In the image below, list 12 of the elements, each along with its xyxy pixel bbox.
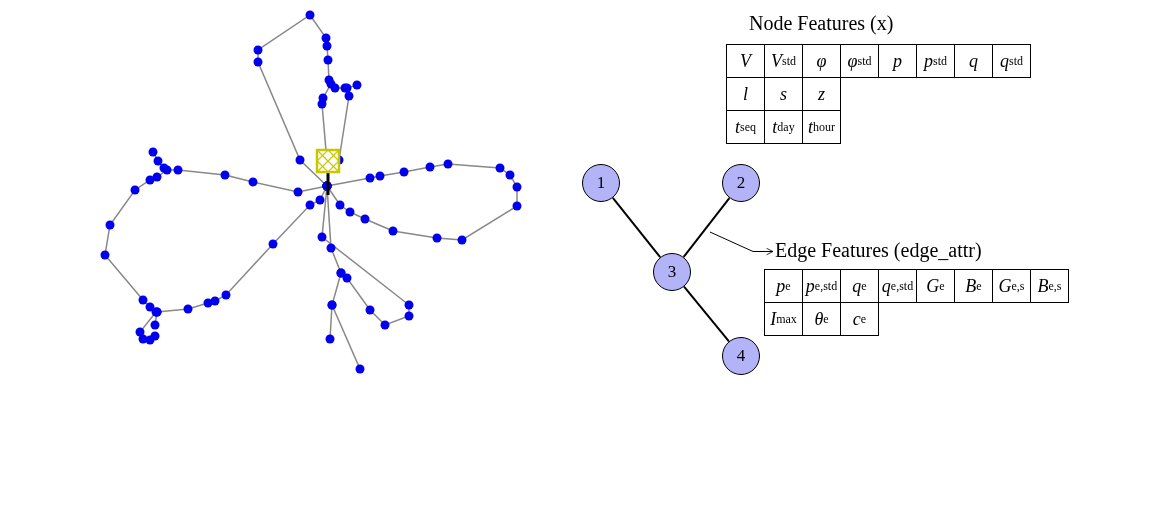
graph-edge-line	[683, 285, 730, 343]
graph-edge-line	[611, 196, 662, 259]
feature-cell: V	[726, 44, 765, 78]
graph-node-circle: 1	[582, 164, 620, 202]
table-heading: Node Features (x)	[749, 12, 894, 35]
graph-edge-line	[682, 197, 731, 258]
graph-node-circle: 3	[653, 253, 691, 291]
feature-cell: p	[878, 44, 917, 78]
graph-node-circle: 2	[722, 164, 760, 202]
feature-cell: q	[954, 44, 993, 78]
section-heading: Edge Features (edge_attr)	[775, 239, 982, 262]
graph-node-circle: 4	[722, 337, 760, 375]
